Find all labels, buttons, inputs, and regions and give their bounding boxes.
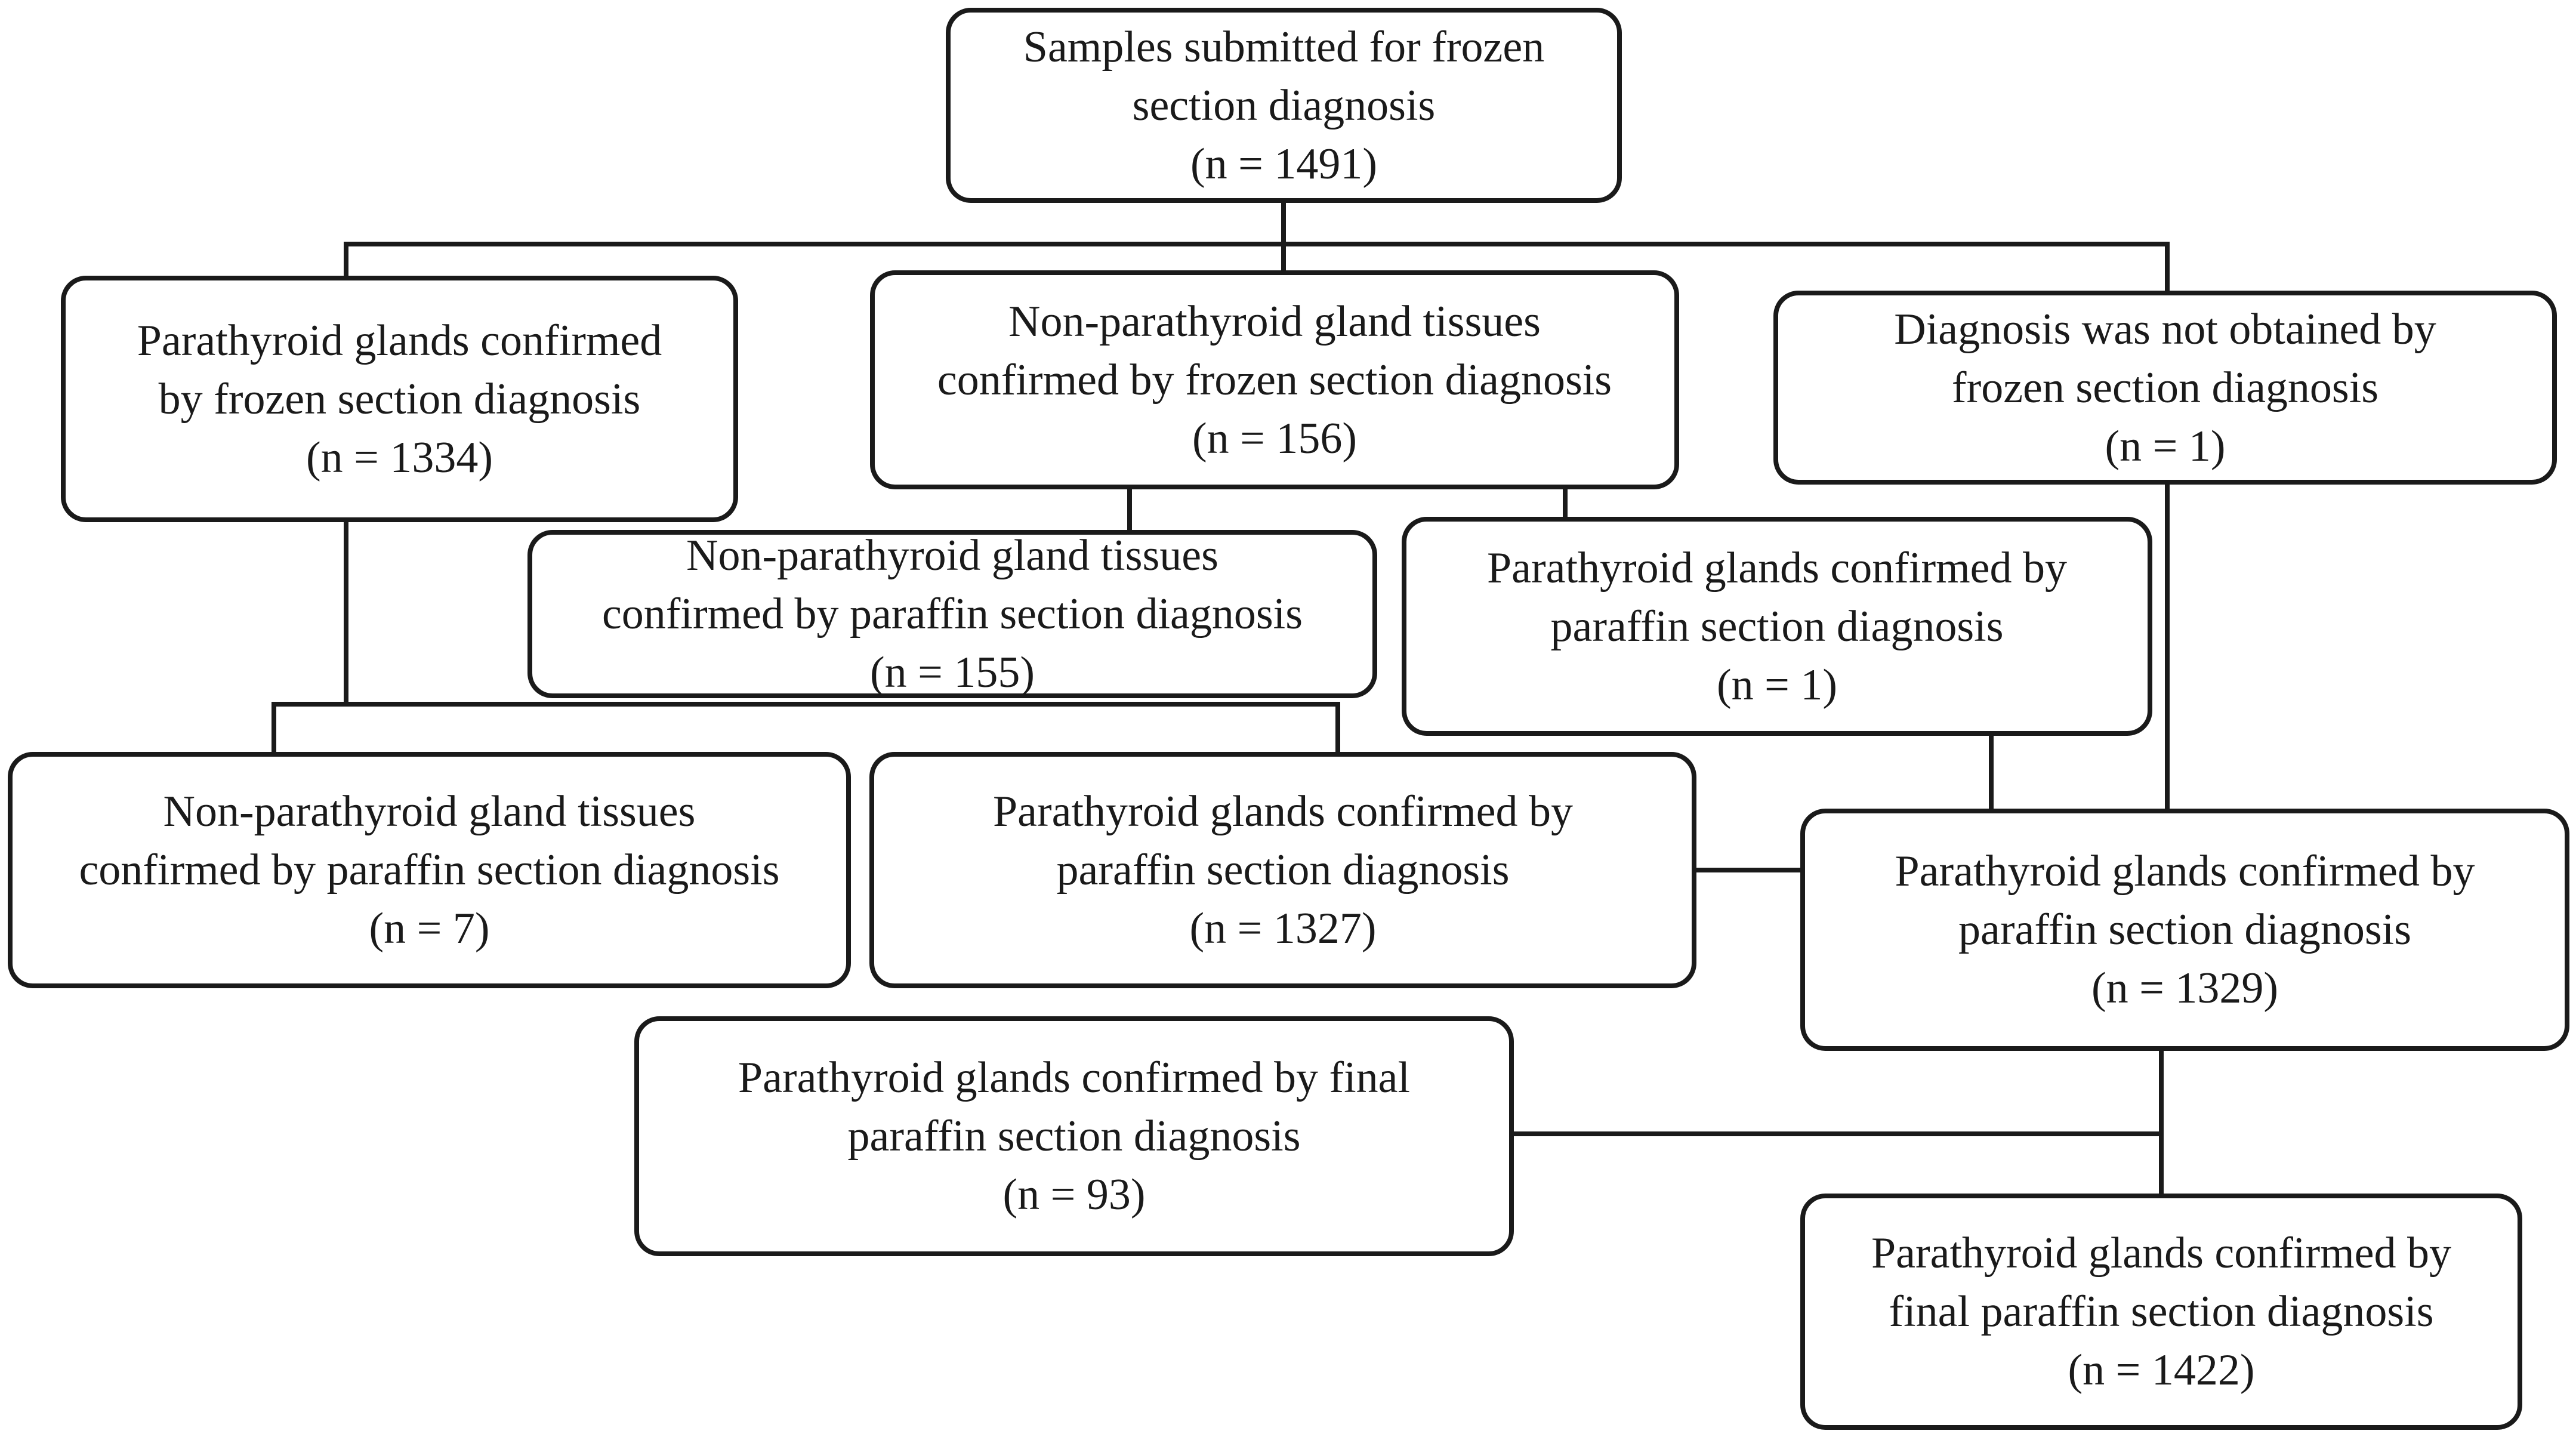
paraffin-non-155-line1: Non-parathyroid gland tissues (686, 531, 1218, 580)
paraffin-parathyroid-1327-line2: paraffin section diagnosis (1056, 846, 1510, 895)
frozen-parathyroid-line1: Parathyroid glands confirmed (137, 316, 662, 365)
paraffin-parathyroid-1-line2: paraffin section diagnosis (1550, 602, 2004, 651)
final-paraffin-1422-count: (n = 1422) (2068, 1346, 2255, 1395)
paraffin-parathyroid-1329-count: (n = 1329) (2091, 964, 2279, 1013)
paraffin-non-parathyroid-7-box: Non-parathyroid gland tissues confirmed … (8, 752, 851, 988)
frozen-parathyroid-count: (n = 1334) (306, 433, 493, 482)
final-paraffin-1422-box: Parathyroid glands confirmed by final pa… (1800, 1194, 2522, 1430)
frozen-parathyroid-box: Parathyroid glands confirmed by frozen s… (61, 276, 738, 522)
final-paraffin-93-line2: paraffin section diagnosis (847, 1112, 1301, 1161)
frozen-non-parathyroid-box: Non-parathyroid gland tissues confirmed … (870, 270, 1679, 489)
paraffin-non-7-line2: confirmed by paraffin section diagnosis (79, 846, 780, 895)
root-samples-box: Samples submitted for frozen section dia… (946, 8, 1622, 203)
paraffin-parathyroid-1329-line2: paraffin section diagnosis (1958, 905, 2411, 954)
final-paraffin-93-box: Parathyroid glands confirmed by final pa… (634, 1016, 1514, 1256)
paraffin-non-parathyroid-155-box: Non-parathyroid gland tissues confirmed … (527, 530, 1377, 698)
frozen-parathyroid-line2: by frozen section diagnosis (158, 374, 641, 424)
root-count: (n = 1491) (1190, 139, 1378, 189)
paraffin-parathyroid-1329-box: Parathyroid glands confirmed by paraffin… (1800, 809, 2569, 1051)
root-line1: Samples submitted for frozen (1023, 22, 1545, 72)
paraffin-parathyroid-1-line1: Parathyroid glands confirmed by (1486, 543, 2068, 593)
root-line2: section diagnosis (1132, 81, 1436, 130)
paraffin-non-7-count: (n = 7) (369, 904, 490, 953)
paraffin-parathyroid-1327-line1: Parathyroid glands confirmed by (992, 787, 1574, 836)
paraffin-parathyroid-1-count: (n = 1) (1716, 660, 1838, 710)
final-paraffin-1422-line1: Parathyroid glands confirmed by (1871, 1229, 2452, 1278)
paraffin-parathyroid-1329-line1: Parathyroid glands confirmed by (1895, 847, 2475, 896)
paraffin-parathyroid-1327-box: Parathyroid glands confirmed by paraffin… (869, 752, 1696, 988)
paraffin-non-7-line1: Non-parathyroid gland tissues (163, 787, 696, 836)
frozen-non-parathyroid-line2: confirmed by frozen section diagnosis (937, 355, 1612, 405)
frozen-no-diagnosis-count: (n = 1) (2105, 421, 2226, 471)
final-paraffin-1422-line2: final paraffin section diagnosis (1889, 1287, 2434, 1336)
paraffin-non-155-line2: confirmed by paraffin section diagnosis (601, 590, 1303, 639)
frozen-non-parathyroid-count: (n = 156) (1192, 414, 1358, 463)
paraffin-parathyroid-1327-count: (n = 1327) (1189, 904, 1377, 953)
frozen-no-diagnosis-line2: frozen section diagnosis (1951, 363, 2379, 412)
final-paraffin-93-count: (n = 93) (1002, 1170, 1146, 1219)
frozen-non-parathyroid-line1: Non-parathyroid gland tissues (1008, 297, 1541, 346)
frozen-no-diagnosis-line1: Diagnosis was not obtained by (1894, 304, 2436, 354)
paraffin-non-155-count: (n = 155) (869, 648, 1035, 697)
final-paraffin-93-line1: Parathyroid glands confirmed by final (738, 1053, 1411, 1102)
paraffin-parathyroid-1-box: Parathyroid glands confirmed by paraffin… (1402, 517, 2152, 736)
frozen-no-diagnosis-box: Diagnosis was not obtained by frozen sec… (1773, 291, 2557, 485)
